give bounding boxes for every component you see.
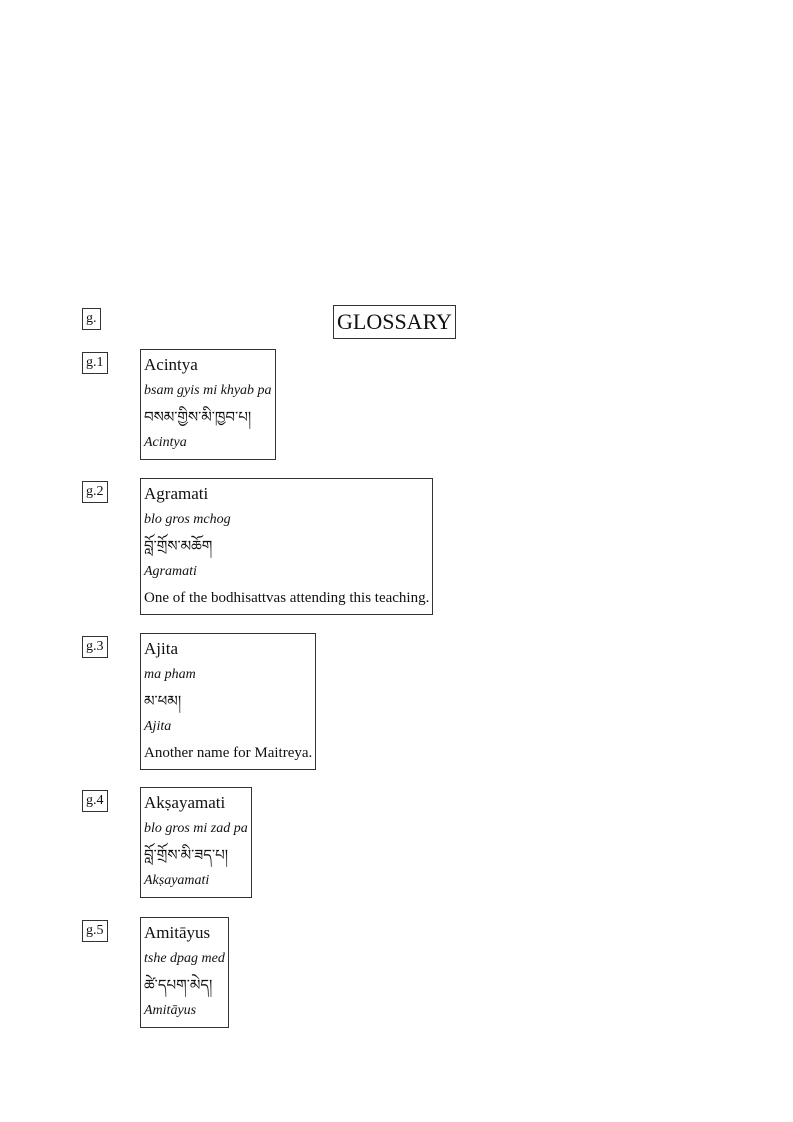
entry-tibetan: བསམ་གྱིས་མི་ཁྱབ་པ། <box>144 408 252 426</box>
glossary-title: GLOSSARY <box>333 305 456 339</box>
entry-sanskrit: Akṣayamati <box>144 873 210 888</box>
entry-term: Agramati <box>144 484 209 503</box>
entry-sanskrit: Amitāyus <box>144 1003 197 1018</box>
glossary-entry-agramati: Agramati blo gros mchog བློ་གྲོས་མཆོག Ag… <box>140 478 434 615</box>
entry-term: Akṣayamati <box>144 793 226 812</box>
entry-wylie: blo gros mi zad pa <box>144 821 248 836</box>
entry-wylie: tshe dpag med <box>144 951 225 966</box>
entry-term: Amitāyus <box>144 923 211 942</box>
entry-wylie: blo gros mchog <box>144 512 231 527</box>
entry-term: Ajita <box>144 639 178 658</box>
entry-definition: One of the bodhisattvas attending this t… <box>144 590 430 606</box>
glossary-entry-acintya: Acintya bsam gyis mi khyab pa བསམ་གྱིས་མ… <box>140 349 276 460</box>
glossary-entry-ajita: Ajita ma pham མ་ཕམ། Ajita Another name f… <box>140 633 317 770</box>
section-label: g. <box>82 308 101 330</box>
entry-tibetan: ཚེ་དཔག་མེད། <box>144 976 213 994</box>
entry-term: Acintya <box>144 355 198 374</box>
entry-id-g5: g.5 <box>82 920 108 942</box>
entry-tibetan: བློ་གྲོས་མི་ཟད་པ། <box>144 846 229 864</box>
entry-wylie: bsam gyis mi khyab pa <box>144 383 272 398</box>
entry-sanskrit: Acintya <box>144 435 187 450</box>
entry-sanskrit: Agramati <box>144 564 197 579</box>
glossary-entry-akshayamati: Akṣayamati blo gros mi zad pa བློ་གྲོས་མ… <box>140 787 252 898</box>
entry-tibetan: བློ་གྲོས་མཆོག <box>144 537 213 555</box>
entry-id-g3: g.3 <box>82 636 108 658</box>
entry-sanskrit: Ajita <box>144 719 172 734</box>
entry-tibetan: མ་ཕམ། <box>144 692 182 710</box>
entry-definition: Another name for Maitreya. <box>144 745 313 761</box>
entry-id-g4: g.4 <box>82 790 108 812</box>
glossary-entry-amitayus: Amitāyus tshe dpag med ཚེ་དཔག་མེད། Amitā… <box>140 917 229 1028</box>
entry-wylie: ma pham <box>144 667 196 682</box>
entry-id-g2: g.2 <box>82 481 108 503</box>
entry-id-g1: g.1 <box>82 352 108 374</box>
